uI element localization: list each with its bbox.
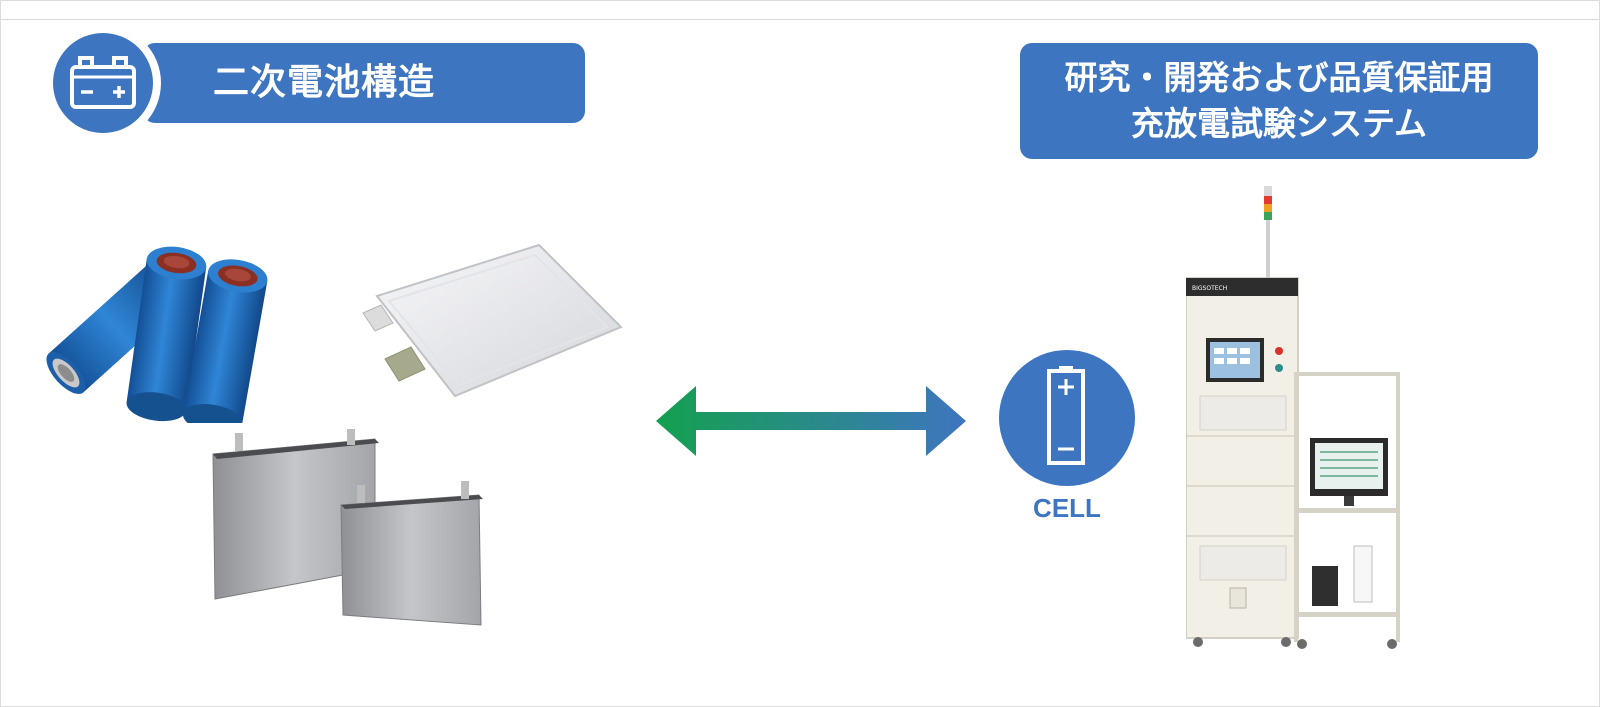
cell-battery-icon — [999, 350, 1135, 486]
equipment-brand: BIGSOTECH — [1192, 285, 1227, 292]
right-header-line-2: 充放電試験システム — [1130, 104, 1427, 143]
right-header-line-1: 研究・開発および品質保証用 — [1064, 58, 1494, 97]
left-header-title: 二次電池構造 — [213, 62, 436, 103]
prismatic-battery-cells-image — [212, 429, 483, 626]
battery-icon — [53, 33, 153, 133]
charge-discharge-test-equipment-image: BIGSOTECH — [1186, 186, 1400, 649]
charge-discharge-test-system-header: 研究・開発および品質保証用 充放電試験システム — [1020, 43, 1538, 159]
bidirectional-arrow-icon — [656, 386, 966, 456]
cylindrical-battery-cells-image — [46, 246, 268, 423]
cell-label: CELL — [1033, 493, 1101, 523]
top-divider — [1, 19, 1600, 20]
pouch-battery-cell-image — [362, 243, 623, 398]
secondary-battery-structure-header: 二次電池構造 — [143, 43, 585, 123]
